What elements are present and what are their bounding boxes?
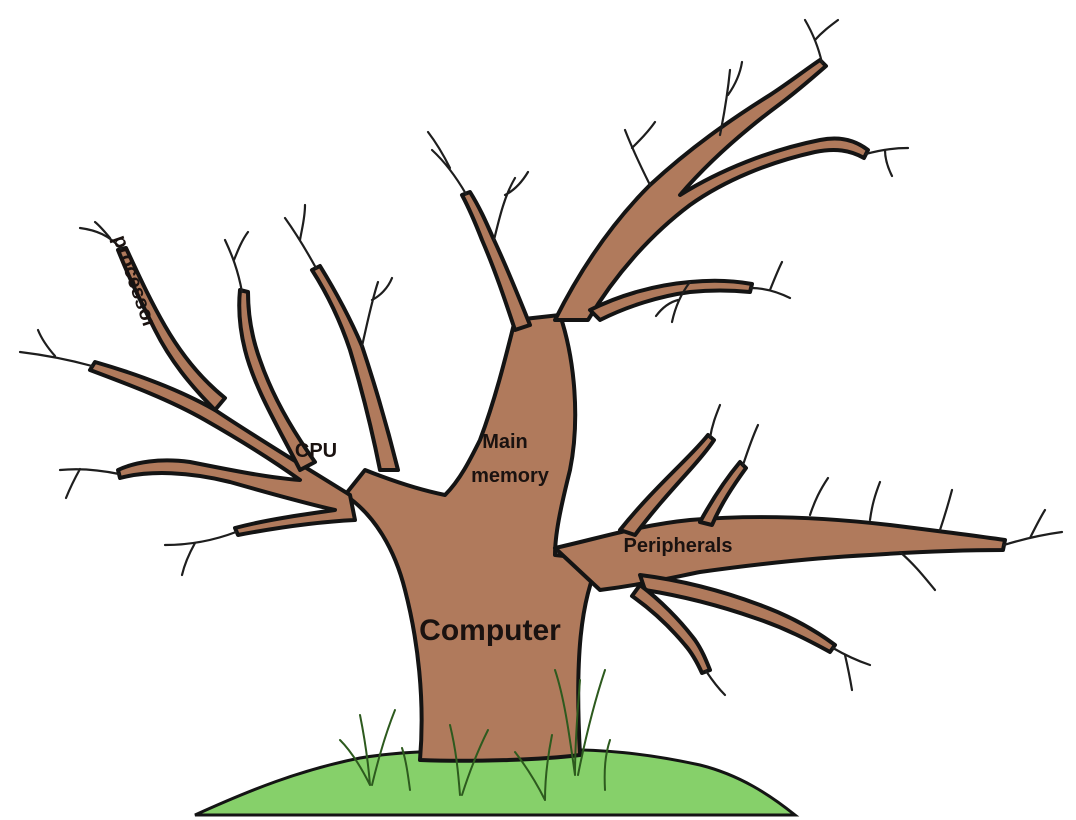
tree-body [88,58,1007,763]
branch-upper-right-2 [588,278,754,322]
twigs [18,18,1064,697]
grass-tufts [339,669,611,801]
branch-cpu [88,360,357,537]
branch-upper-right [553,58,870,322]
branch-cpu-upper [237,288,317,472]
branch-memory-left [460,190,532,332]
branch-left-mid [310,264,400,472]
label-processor: processor [108,232,160,331]
label-cpu: CPU [295,440,337,462]
trunk [343,313,602,763]
branch-peripherals-upper [618,433,716,537]
label-main-memory-line2: memory [471,465,550,487]
label-peripherals: Peripherals [624,535,733,557]
branch-peripherals-lower-2 [630,583,712,675]
label-main-memory-line1: Main [482,431,528,453]
branch-peripherals-upper-2 [698,460,748,527]
label-computer: Computer [419,614,561,647]
